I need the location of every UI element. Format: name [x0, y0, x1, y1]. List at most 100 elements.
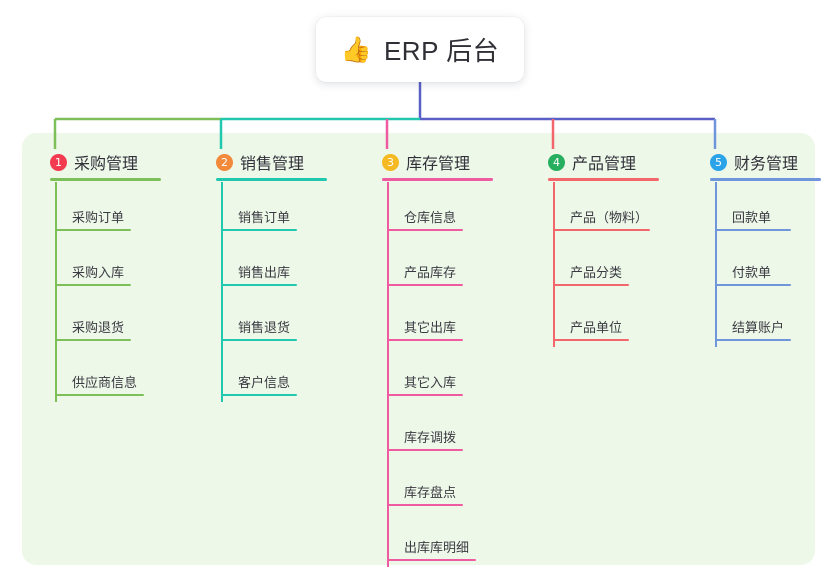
column-header-rule — [216, 178, 327, 181]
leaf-node[interactable]: 销售退货 — [200, 292, 350, 347]
leaf-node[interactable]: 仓库信息 — [366, 182, 526, 237]
leaf-label: 客户信息 — [238, 375, 291, 390]
leaf-node[interactable]: 其它出库 — [366, 292, 526, 347]
leaf-node[interactable]: 销售订单 — [200, 182, 350, 237]
column-header-rule — [382, 178, 493, 181]
column-children: 采购订单采购入库采购退货供应商信息 — [34, 182, 184, 402]
column-children: 仓库信息产品库存其它出库其它入库库存调拨库存盘点出库库明细 — [366, 182, 526, 567]
leaf-rule — [553, 339, 629, 341]
leaf-label: 采购订单 — [72, 210, 125, 225]
column-header-4[interactable]: 4 产品管理 — [532, 145, 692, 179]
column-header-2[interactable]: 2 销售管理 — [200, 145, 350, 179]
leaf-node[interactable]: 销售出库 — [200, 237, 350, 292]
root-node[interactable]: 👍 ERP 后台 — [316, 17, 524, 82]
leaf-label: 其它入库 — [404, 375, 457, 390]
leaf-rule — [55, 229, 131, 231]
column-badge: 5 — [710, 153, 727, 171]
diagram-panel — [22, 133, 815, 565]
leaf-node[interactable]: 回款单 — [694, 182, 839, 237]
leaf-label: 销售订单 — [238, 210, 291, 225]
column-header-rule — [710, 178, 821, 181]
thumbs-up-icon: 👍 — [340, 35, 372, 64]
column-trunk — [387, 182, 389, 567]
leaf-node[interactable]: 产品库存 — [366, 237, 526, 292]
leaf-rule — [387, 559, 476, 561]
leaf-node[interactable]: 采购订单 — [34, 182, 184, 237]
leaf-rule — [221, 229, 297, 231]
leaf-label: 回款单 — [732, 210, 772, 225]
column-children: 销售订单销售出库销售退货客户信息 — [200, 182, 350, 402]
leaf-label: 产品（物料） — [570, 210, 649, 225]
column-2: 2 销售管理销售订单销售出库销售退货客户信息 — [200, 145, 350, 402]
leaf-rule — [715, 229, 791, 231]
leaf-label: 产品分类 — [570, 265, 623, 280]
leaf-label: 产品库存 — [404, 265, 457, 280]
leaf-rule — [387, 339, 463, 341]
leaf-label: 采购入库 — [72, 265, 125, 280]
column-3: 3 库存管理仓库信息产品库存其它出库其它入库库存调拨库存盘点出库库明细 — [366, 145, 526, 567]
column-trunk — [715, 182, 717, 347]
column-header-rule — [50, 178, 161, 181]
column-title: 财务管理 — [734, 156, 799, 173]
leaf-node[interactable]: 库存盘点 — [366, 457, 526, 512]
column-header-1[interactable]: 1 采购管理 — [34, 145, 184, 179]
leaf-rule — [55, 394, 144, 396]
leaf-node[interactable]: 供应商信息 — [34, 347, 184, 402]
leaf-rule — [221, 284, 297, 286]
column-header-3[interactable]: 3 库存管理 — [366, 145, 526, 179]
column-children: 回款单付款单结算账户 — [694, 182, 839, 347]
leaf-rule — [553, 229, 650, 231]
leaf-rule — [387, 284, 463, 286]
leaf-rule — [221, 394, 297, 396]
column-trunk — [221, 182, 223, 402]
leaf-rule — [553, 284, 629, 286]
leaf-rule — [221, 339, 297, 341]
column-trunk — [55, 182, 57, 402]
leaf-node[interactable]: 其它入库 — [366, 347, 526, 402]
column-5: 5 财务管理回款单付款单结算账户 — [694, 145, 839, 347]
leaf-label: 仓库信息 — [404, 210, 457, 225]
leaf-label: 出库库明细 — [404, 540, 470, 555]
column-children: 产品（物料） 产品分类产品单位 — [532, 182, 692, 347]
leaf-label: 库存调拨 — [404, 430, 457, 445]
column-badge: 4 — [548, 153, 565, 171]
column-header-5[interactable]: 5 财务管理 — [694, 145, 839, 179]
leaf-node[interactable]: 产品单位 — [532, 292, 692, 347]
leaf-node[interactable]: 产品（物料） — [532, 182, 692, 237]
column-badge: 1 — [50, 153, 67, 171]
leaf-label: 付款单 — [732, 265, 772, 280]
leaf-rule — [55, 339, 131, 341]
column-1: 1 采购管理采购订单采购入库采购退货供应商信息 — [34, 145, 184, 402]
leaf-rule — [715, 284, 791, 286]
leaf-rule — [387, 394, 463, 396]
column-4: 4 产品管理产品（物料） 产品分类产品单位 — [532, 145, 692, 347]
column-title: 销售管理 — [240, 156, 305, 173]
leaf-node[interactable]: 结算账户 — [694, 292, 839, 347]
column-title: 库存管理 — [406, 156, 471, 173]
leaf-label: 产品单位 — [570, 320, 623, 335]
column-trunk — [553, 182, 555, 347]
leaf-rule — [55, 284, 131, 286]
leaf-node[interactable]: 采购退货 — [34, 292, 184, 347]
column-title: 产品管理 — [572, 156, 637, 173]
leaf-node[interactable]: 付款单 — [694, 237, 839, 292]
leaf-node[interactable]: 采购入库 — [34, 237, 184, 292]
leaf-label: 销售出库 — [238, 265, 291, 280]
leaf-node[interactable]: 出库库明细 — [366, 512, 526, 567]
column-badge: 2 — [216, 153, 233, 171]
leaf-node[interactable]: 产品分类 — [532, 237, 692, 292]
root-title: ERP 后台 — [383, 36, 500, 66]
column-header-rule — [548, 178, 659, 181]
leaf-label: 库存盘点 — [404, 485, 457, 500]
leaf-label: 销售退货 — [238, 320, 291, 335]
leaf-node[interactable]: 客户信息 — [200, 347, 350, 402]
leaf-rule — [715, 339, 791, 341]
leaf-rule — [387, 229, 463, 231]
leaf-node[interactable]: 库存调拨 — [366, 402, 526, 457]
leaf-label: 结算账户 — [732, 320, 785, 335]
leaf-rule — [387, 504, 463, 506]
column-title: 采购管理 — [74, 156, 139, 173]
column-badge: 3 — [382, 153, 399, 171]
leaf-label: 供应商信息 — [72, 375, 138, 390]
